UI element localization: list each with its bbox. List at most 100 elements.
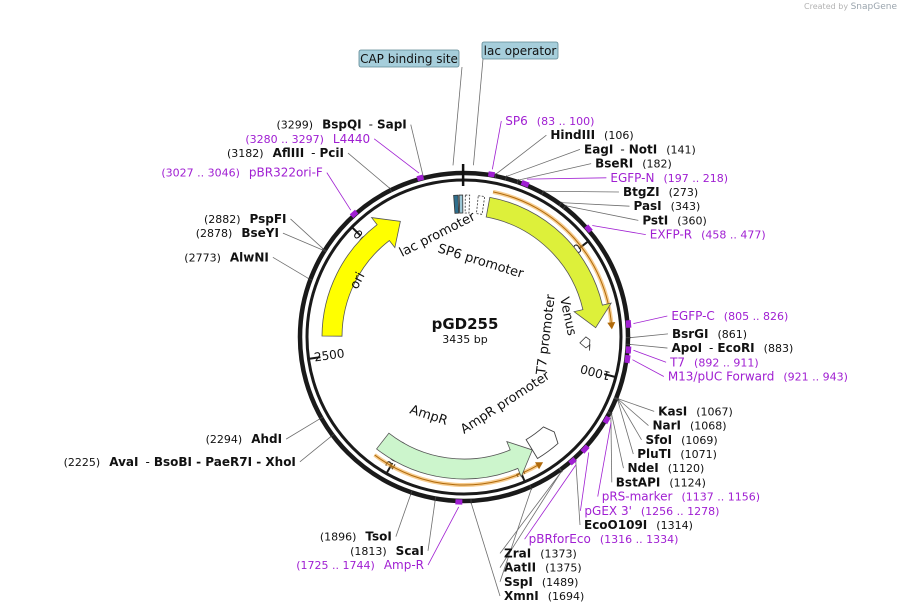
enzyme-leader-line (543, 190, 619, 193)
primer-name: M13/pUC Forward (668, 369, 775, 383)
enzyme-pos: (2225) (64, 456, 101, 469)
primer-site-marker (625, 319, 632, 328)
enzyme-extra: BsoBI - PaeR7I - XhoI (154, 455, 296, 469)
primer-leader-line (524, 464, 577, 540)
enzyme-label: KasI(1067) (658, 404, 733, 418)
primer-name: T7 (669, 355, 685, 369)
feature-label-text: CAP binding site (360, 52, 458, 66)
primer-leader-line (633, 315, 668, 324)
enzyme-name: PstI (642, 213, 668, 227)
svg-text:SspI(1489): SspI(1489) (504, 575, 578, 589)
plasmid-center-title: pGD255 3435 bp (432, 315, 499, 346)
enzyme-name: BseYI (241, 226, 279, 240)
primer-site-marker (625, 346, 632, 354)
enzyme-cut-marker (516, 179, 519, 185)
enzyme-leader-line (395, 494, 412, 537)
enzyme-name: HindIII (550, 128, 595, 142)
primer-name: pBRforEco (529, 532, 591, 546)
primer-range: (197 .. 218) (663, 172, 728, 185)
svg-text:ZraI(1373): ZraI(1373) (504, 546, 577, 560)
enzyme-label: ApoI-EcoRI(883) (671, 341, 793, 355)
primer-range: (805 .. 826) (724, 310, 789, 323)
enzyme-leader-line (282, 232, 323, 251)
enzyme-name: ZraI (504, 546, 531, 560)
primer-range: (458 .. 477) (701, 229, 766, 242)
svg-text:BsrGI(861): BsrGI(861) (672, 327, 747, 341)
primer-site-marker (624, 354, 631, 364)
enzyme-name: BtgZI (623, 185, 660, 199)
enzyme-label: ZraI(1373) (504, 546, 577, 560)
primer-label: pGEX 3'(1256 .. 1278) (584, 504, 719, 518)
scale-tick (308, 356, 321, 360)
svg-text:(3182)AflIII-PciI: (3182)AflIII-PciI (227, 146, 344, 160)
primer-leader-line (633, 349, 667, 363)
enzyme-label: (1813)ScaI (350, 544, 424, 558)
enzyme-pos: (3299) (277, 119, 314, 132)
enzyme-pos: (273) (669, 186, 699, 199)
primer-range: (1725 .. 1744) (296, 559, 375, 572)
enzyme-label: PluTI(1071) (637, 447, 717, 461)
enzyme-label: SspI(1489) (504, 575, 578, 589)
enzyme-leader-line (629, 343, 668, 349)
enzyme-name: SfoI (646, 433, 673, 447)
primer-site-marker (349, 209, 359, 219)
svg-text:EagI-NotI(141): EagI-NotI(141) (584, 142, 696, 156)
enzyme-label: XmnI(1694) (504, 589, 584, 603)
enzyme-label: (2225)AvaI-BsoBI - PaeR7I - XhoI (64, 455, 296, 469)
enzyme-leader-line (347, 152, 391, 189)
primer-leader-line (592, 225, 646, 235)
label-leader-lines (272, 58, 668, 597)
enzyme-leader-line (611, 413, 624, 469)
enzyme-extra-sep: - (145, 455, 149, 469)
primer-label: pRS-marker(1137 .. 1156) (602, 490, 760, 504)
enzyme-cut-marker (504, 175, 507, 181)
enzyme-cut-marker (307, 277, 313, 281)
primer-name: pBR322ori-F (249, 166, 323, 180)
enzyme-pos: (1375) (545, 562, 582, 575)
primer-label: EGFP-N(197 .. 218) (610, 171, 728, 185)
primer-leader-line (580, 452, 590, 511)
enzyme-name: BspQI (322, 118, 362, 132)
snapgene-credit: Created by SnapGene (804, 2, 897, 12)
enzyme-label: BtgZI (273) (623, 185, 698, 199)
primer-site-marker (520, 179, 530, 188)
svg-text:(3280 .. 3297)L4440: (3280 .. 3297)L4440 (245, 132, 370, 146)
svg-text:ApoI-EcoRI(883): ApoI-EcoRI(883) (671, 341, 793, 355)
primer-label: (3280 .. 3297)L4440 (245, 132, 370, 146)
primer-leader-line (427, 506, 460, 566)
enzyme-leader-line (299, 436, 332, 463)
enzyme-pos: (343) (671, 200, 701, 213)
primer-range: (3027 .. 3046) (161, 167, 240, 180)
svg-text:pRS-marker(1137 .. 1156): pRS-marker(1137 .. 1156) (602, 490, 760, 504)
enzyme-pos: (1120) (668, 462, 705, 475)
primer-leader-line (597, 422, 612, 497)
venus-orf-line (492, 191, 612, 325)
svg-text:AatII(1375): AatII(1375) (504, 561, 582, 575)
primer-label: SP6(83 .. 100) (505, 114, 594, 128)
enzyme-label: (2773)AlwNI (184, 250, 269, 264)
enzyme-cut-marker (494, 173, 497, 179)
primer-site-marker (602, 415, 611, 425)
svg-text:T7(892 .. 911): T7(892 .. 911) (669, 355, 759, 369)
svg-text:EGFP-N(197 .. 218): EGFP-N(197 .. 218) (610, 171, 728, 185)
enzyme-pos: (3182) (227, 147, 264, 160)
svg-text:M13/pUC Forward(921 .. 943): M13/pUC Forward(921 .. 943) (668, 369, 848, 383)
svg-text:KasI(1067): KasI(1067) (658, 404, 733, 418)
enzyme-pos: (1489) (542, 576, 579, 589)
enzyme-cut-marker (321, 249, 327, 253)
primer-site-marker (568, 457, 577, 466)
primer-range: (83 .. 100) (537, 115, 595, 128)
ori-feature-arrow (321, 217, 401, 337)
svg-text:SP6(83 .. 100): SP6(83 .. 100) (505, 114, 594, 128)
enzyme-leader-line (561, 202, 630, 207)
enzyme-pos: (182) (642, 158, 672, 171)
enzyme-leader-line (410, 124, 424, 177)
enzyme-label: NdeI(1120) (627, 461, 704, 475)
enzyme-leader-line (575, 459, 581, 526)
enzyme-label: PasI(343) (633, 199, 700, 213)
enzyme-name: AhdI (251, 432, 282, 446)
primer-range: (1137 .. 1156) (681, 491, 760, 504)
svg-text:(2882)PspFI: (2882)PspFI (204, 212, 287, 226)
enzyme-name: TsoI (365, 530, 391, 544)
svg-text:pBRforEco(1316 .. 1334): pBRforEco(1316 .. 1334) (529, 532, 679, 546)
